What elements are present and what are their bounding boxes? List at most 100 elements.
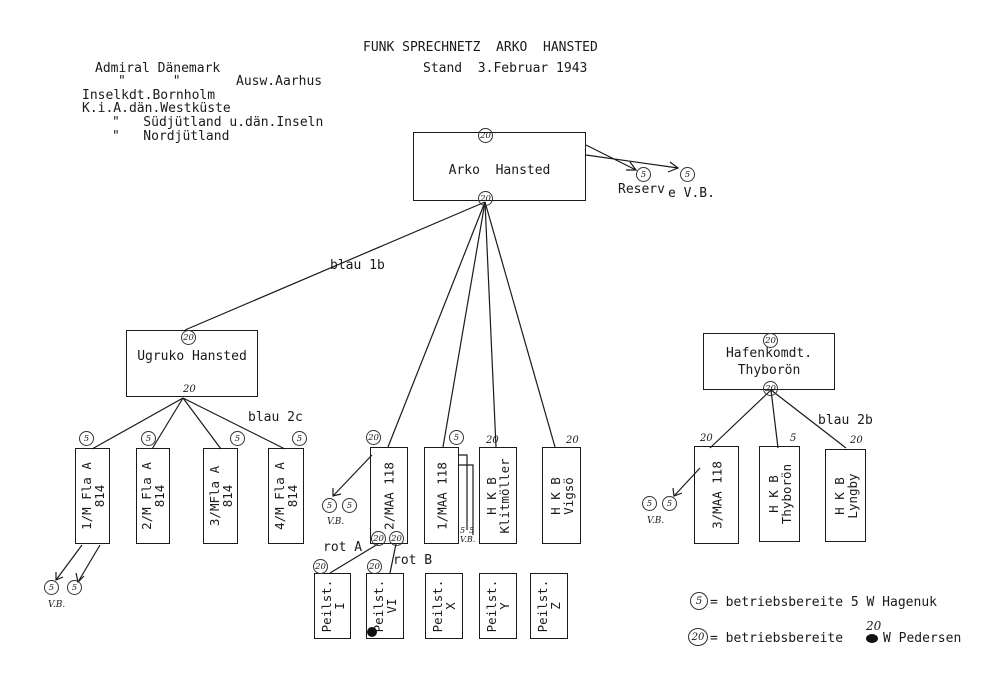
- arrowhead-hafen-vb: [672, 487, 683, 497]
- document-date: Stand 3.Februar 1943: [423, 61, 588, 76]
- unit-box-3maa118: 3/MAA 118: [694, 446, 739, 544]
- peilst-label-i: Peilst. I: [318, 579, 347, 633]
- link-ugruko-1: [91, 397, 184, 450]
- ink-blot: [367, 627, 377, 637]
- arko-hansted-label: Arko Hansted: [448, 163, 551, 178]
- unit-box-hkb-klitmoller: H K B Klitmöller: [479, 447, 517, 544]
- link-hafen-thyboron: [770, 389, 779, 449]
- hafen-bottom-mark: 20: [763, 381, 778, 396]
- legend-text-2-suffix: W Pedersen: [883, 631, 962, 646]
- arko-hansted-box: Arko Hansted: [413, 132, 586, 201]
- peilst-box-z: Peilst. Z: [530, 573, 568, 639]
- link-label-rot-a: rot A: [323, 540, 363, 555]
- peilst-box-i: Peilst. I: [314, 573, 351, 639]
- link-ugruko-2: [151, 397, 184, 450]
- legend-text-1: = betriebsbereite 5 W Hagenuk: [710, 595, 937, 610]
- unit-label-3maa118: 3/MAA 118: [709, 461, 724, 529]
- legend-text-2: = betriebsbereite: [710, 631, 844, 646]
- unit-mark-3maa118: 20: [700, 433, 713, 444]
- peilst-label-x: Peilst. X: [430, 579, 458, 633]
- link-hafen-3maa: [709, 389, 772, 449]
- ugruko-vb-label: V.B.: [48, 600, 66, 610]
- arko-top-mark: 20: [478, 128, 493, 143]
- link-arko-1maa: [442, 201, 486, 448]
- unit-label-3mfla: 3/MFla A 814: [206, 465, 235, 527]
- link-label-blau-1b: blau 1b: [330, 258, 385, 273]
- link-blau-1b: [184, 201, 486, 331]
- unit-mark-4mfla: 5: [292, 431, 307, 446]
- arrowhead-ugruko-vb-1: [55, 572, 64, 581]
- unit-box-2maa118: 2/MAA 118: [370, 447, 408, 544]
- unit-box-4mfla: 4/M Fla A 814: [268, 448, 304, 544]
- unit-mark-hkb-vigso: 20: [566, 435, 579, 446]
- link-label-blau-2b: blau 2b: [818, 413, 873, 428]
- unit-mark-1mfla: 5: [79, 431, 94, 446]
- peilst-box-x: Peilst. X: [425, 573, 463, 639]
- unit-label-2maa118: 2/MAA 118: [381, 461, 397, 530]
- hafen-vb-label: V.B.: [647, 516, 665, 526]
- list-line-1: Admiral Dänemark: [95, 61, 221, 76]
- hafen-top-mark: 20: [763, 333, 778, 348]
- center-vb-label: V.B.: [327, 517, 345, 527]
- unit-mark-hkb-klitmoller: 20: [486, 435, 499, 446]
- arrow-reserve-1: [585, 144, 637, 171]
- peilst-box-vi: Peilst. VI: [366, 573, 404, 639]
- link-rot-a: [329, 543, 379, 574]
- legend-mark-20: 20: [688, 628, 708, 646]
- reserve-mark-2: 5: [680, 167, 695, 182]
- unit-mark-1maa118: 5: [449, 430, 464, 445]
- arrow-2maa-vb: [332, 454, 373, 497]
- legend-ink-blot: [866, 634, 878, 643]
- center-vb-mark-2: 5: [342, 498, 357, 513]
- center-vb-mark-1: 5: [322, 498, 337, 513]
- arrow-ugruko-vb-1: [55, 544, 83, 581]
- link-ugruko-3: [182, 397, 222, 450]
- link-arko-vigso: [484, 201, 556, 448]
- unit-label-hkb-vigso: H K B Vigsö: [547, 476, 576, 515]
- peilst-label-y: Peilst. Y: [484, 579, 512, 633]
- reserve-suffix: e V.B.: [668, 186, 715, 201]
- unit-box-1mfla: 1/M Fla A 814: [75, 448, 110, 544]
- list-line-2-ditto: " ": [118, 74, 181, 89]
- ugruko-hansted-label: Ugruko Hansted: [137, 349, 247, 364]
- maa1-vb-label: V.B.: [460, 535, 476, 544]
- list-line-6: " Nordjütland: [112, 129, 230, 144]
- rot-mark-2: 20: [389, 531, 404, 546]
- ugruko-top-mark: 20: [181, 330, 196, 345]
- unit-box-2mfla: 2/M Fla A 814: [136, 448, 170, 544]
- unit-box-hkb-lyngby: H K B Lyngby: [825, 449, 866, 542]
- unit-box-1maa118: 1/MAA 118: [424, 447, 459, 544]
- link-ugruko-4: [182, 397, 286, 450]
- unit-mark-hkb-lyngby: 20: [850, 435, 863, 446]
- arrowhead-2maa-vb: [332, 488, 342, 497]
- unit-mark-2mfla: 5: [141, 431, 156, 446]
- list-line-3: Inselkdt.Bornholm: [82, 88, 216, 103]
- peilst-mark-vi: 20: [367, 559, 382, 574]
- unit-box-hkb-thyboron: H K B Thyborön: [759, 446, 800, 542]
- unit-box-3mfla: 3/MFla A 814: [203, 448, 238, 544]
- list-line-4: K.i.A.dän.Westküste: [82, 101, 231, 116]
- unit-mark-3mfla: 5: [230, 431, 245, 446]
- arrow-reserve-2: [585, 154, 679, 169]
- peilst-label-vi: Peilst. VI: [371, 579, 399, 633]
- ugruko-bottom-mark: 20: [183, 384, 196, 395]
- maa1-vb-mark-1: 5: [460, 526, 466, 535]
- legend-mark-5: 5: [690, 592, 708, 610]
- maa1-vb-mark-2: 5: [469, 526, 475, 535]
- unit-label-hkb-lyngby: H K B Lyngby: [831, 472, 860, 519]
- arrow-hafen-vb: [673, 467, 701, 497]
- hafenkomdt-label-2: Thyborön: [737, 363, 801, 378]
- unit-label-1maa118: 1/MAA 118: [434, 461, 449, 530]
- link-1maa-vb-a: [458, 454, 468, 530]
- link-arko-klitmoller: [484, 201, 497, 448]
- unit-mark-hkb-thyboron: 5: [790, 433, 797, 444]
- unit-label-1mfla: 1/M Fla A 814: [78, 462, 107, 530]
- arrow-ugruko-vb-2: [77, 544, 101, 583]
- link-label-rot-b: rot B: [393, 553, 433, 568]
- reserve-mark-1: 5: [636, 167, 651, 182]
- unit-label-4mfla: 4/M Fla A 814: [272, 462, 300, 530]
- peilst-box-y: Peilst. Y: [479, 573, 517, 639]
- ugruko-vb-mark-1: 5: [44, 580, 59, 595]
